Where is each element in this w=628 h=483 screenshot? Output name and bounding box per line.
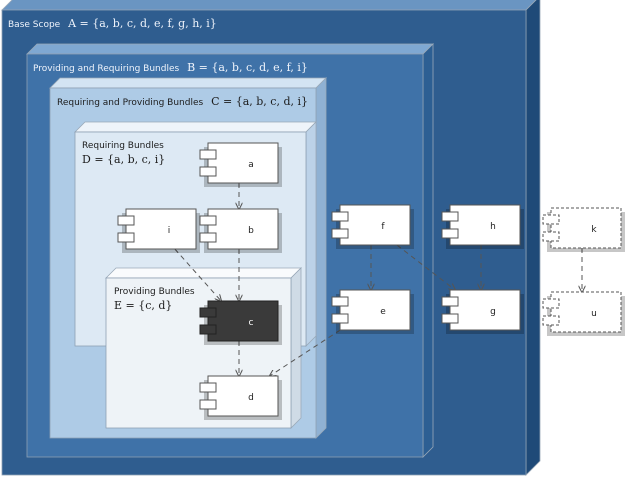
component-label: f	[381, 222, 385, 232]
component-lug-1	[331, 296, 349, 307]
component-label: e	[380, 307, 386, 317]
component-body	[339, 204, 411, 246]
component-d[interactable]: d	[199, 375, 282, 420]
providing-title: Providing Bundles	[114, 287, 195, 297]
providing-requiring-set: B = {a, b, c, d, e, f, i}	[187, 61, 308, 74]
component-lug-2	[331, 313, 349, 324]
component-label: i	[168, 226, 171, 236]
component-body	[207, 375, 279, 417]
dependency-f-g	[396, 244, 455, 290]
requiring-providing-set: C = {a, b, c, d, i}	[211, 95, 308, 108]
component-b[interactable]: b	[199, 208, 282, 253]
base-scope-label: Base Scope A = {a, b, c, d, e, f, g, h, …	[8, 17, 217, 30]
providing-label: Providing Bundles E = {c, d}	[114, 285, 200, 313]
providing-node-side	[290, 267, 302, 429]
providing-set: E = {c, d}	[114, 299, 173, 312]
component-lug-2	[542, 231, 560, 242]
component-f[interactable]: f	[331, 204, 414, 249]
providing-node-top	[105, 267, 302, 279]
component-lug-1	[542, 214, 560, 225]
component-a[interactable]: a	[199, 142, 282, 187]
component-body	[550, 207, 622, 249]
component-lug-2	[331, 228, 349, 239]
component-label: a	[248, 160, 254, 170]
component-lug-1	[542, 298, 560, 309]
base-scope-set: A = {a, b, c, d, e, f, g, h, i}	[68, 17, 217, 30]
dependency-i-c	[174, 248, 221, 301]
requiring-providing-label: Requiring and Providing Bundles C = {a, …	[57, 95, 308, 108]
component-body	[125, 208, 197, 250]
component-lug-2	[117, 232, 135, 243]
component-lug-2	[199, 232, 217, 243]
component-lug-1	[199, 215, 217, 226]
component-body	[449, 204, 521, 246]
component-body	[449, 289, 521, 331]
component-label: c	[249, 318, 254, 328]
base-scope-node-top	[1, 0, 537, 11]
component-c[interactable]: c	[199, 300, 282, 345]
providing-requiring-label: Providing and Requiring Bundles B = {a, …	[33, 61, 308, 74]
requiring-node-side	[305, 121, 317, 347]
component-lug-2	[441, 313, 459, 324]
component-body	[207, 300, 279, 342]
component-body	[207, 142, 279, 184]
component-label: u	[591, 309, 597, 319]
component-h[interactable]: h	[441, 204, 524, 249]
requiring-node-top	[74, 121, 317, 133]
component-lug-2	[199, 324, 217, 335]
component-lug-2	[199, 399, 217, 410]
requiring-providing-node-side	[315, 77, 327, 439]
component-u[interactable]: u	[542, 291, 625, 336]
component-lug-1	[199, 307, 217, 318]
requiring-providing-title: Requiring and Providing Bundles	[57, 98, 204, 108]
component-body	[207, 208, 279, 250]
component-label: k	[591, 225, 597, 235]
component-body	[339, 289, 411, 331]
requiring-set: D = {a, b, c, i}	[82, 153, 166, 166]
component-label: d	[248, 393, 254, 403]
component-lug-1	[117, 215, 135, 226]
component-lug-1	[199, 149, 217, 160]
component-label: b	[248, 226, 254, 236]
component-lug-1	[441, 296, 459, 307]
requiring-providing-node-top	[49, 77, 327, 89]
component-lug-2	[542, 315, 560, 326]
component-lug-2	[441, 228, 459, 239]
base-scope-node-side	[525, 0, 541, 476]
requiring-label: Requiring Bundles D = {a, b, c, i}	[82, 139, 169, 167]
requiring-title: Requiring Bundles	[82, 141, 164, 151]
component-lug-1	[331, 211, 349, 222]
component-k[interactable]: k	[542, 207, 625, 252]
providing-requiring-node-top	[26, 43, 434, 55]
component-body	[550, 291, 622, 333]
base-scope-title: Base Scope	[8, 20, 61, 30]
component-lug-1	[199, 382, 217, 393]
component-g[interactable]: g	[441, 289, 524, 334]
component-e[interactable]: e	[331, 289, 414, 334]
component-i[interactable]: i	[117, 208, 200, 253]
component-lug-2	[199, 166, 217, 177]
providing-requiring-title: Providing and Requiring Bundles	[33, 64, 180, 74]
component-lug-1	[441, 211, 459, 222]
component-label: g	[490, 307, 496, 317]
providing-requiring-node-side	[422, 43, 434, 458]
component-label: h	[490, 222, 496, 232]
